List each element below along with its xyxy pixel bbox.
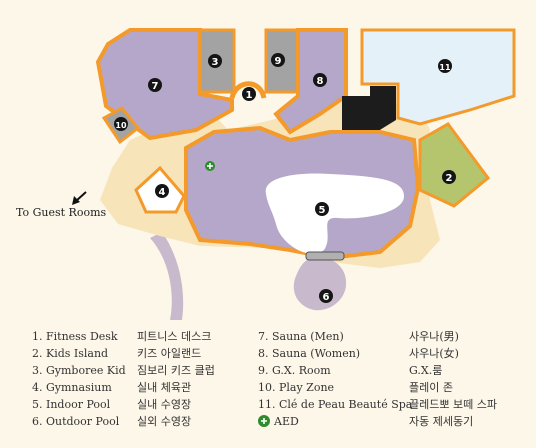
direction-label: To Guest Rooms xyxy=(16,206,107,219)
svg-text:4: 4 xyxy=(159,187,166,198)
outdoor-path xyxy=(150,232,184,320)
legend-item-en: 6. Outdoor Pool xyxy=(32,415,120,428)
legend-item-en: 4. Gymnasium xyxy=(32,381,112,394)
legend-item-en: 2. Kids Island xyxy=(32,347,109,360)
legend-item-aed: AED xyxy=(258,415,299,428)
legend-item-en: 10. Play Zone xyxy=(258,381,335,394)
stairs xyxy=(342,86,396,140)
marker-3[interactable]: 3 xyxy=(208,54,222,68)
legend-item-en: 1. Fitness Desk xyxy=(32,330,118,343)
legend-item-en: 8. Sauna (Women) xyxy=(258,347,361,360)
legend-item-ko: 실외 수영장 xyxy=(137,415,192,428)
marker-1[interactable]: 1 xyxy=(242,87,256,101)
svg-text:7: 7 xyxy=(152,81,159,92)
legend-item-ko: 자동 제세동기 xyxy=(409,415,474,428)
svg-text:1: 1 xyxy=(246,90,253,101)
marker-4[interactable]: 4 xyxy=(155,184,169,198)
legend-item-ko: 짐보리 키즈 클럽 xyxy=(137,364,215,377)
legend-item-ko: 실내 수영장 xyxy=(137,398,192,411)
legend-item-ko: 키즈 아일랜드 xyxy=(137,347,202,360)
legend-item-en: 9. G.X. Room xyxy=(258,364,331,377)
room-kids-island xyxy=(418,122,491,208)
svg-text:6: 6 xyxy=(323,292,330,303)
indoor-pool-water xyxy=(265,173,404,254)
svg-text:2: 2 xyxy=(446,173,453,184)
svg-text:9: 9 xyxy=(275,56,282,67)
marker-11[interactable]: 11 xyxy=(438,59,452,73)
legend-item-en: 5. Indoor Pool xyxy=(32,398,111,411)
outdoor-pool xyxy=(293,257,347,311)
legend-item-en: 11. Clé de Peau Beauté Spa xyxy=(258,398,413,411)
svg-text:10: 10 xyxy=(115,121,127,130)
legend-item-ko: 플레이 존 xyxy=(409,381,453,394)
fitness-desk-arc xyxy=(229,81,267,99)
marker-2[interactable]: 2 xyxy=(442,170,456,184)
bridge xyxy=(305,251,345,261)
legend: 1. Fitness Desk 피트니스 데스크 2. Kids Island … xyxy=(0,328,536,448)
marker-10[interactable]: 10 xyxy=(114,117,128,131)
legend-item-ko: 피트니스 데스크 xyxy=(137,330,212,343)
aed-icon xyxy=(258,415,270,427)
marker-5[interactable]: 5 xyxy=(315,202,329,216)
room-sauna-women xyxy=(273,28,348,135)
svg-text:5: 5 xyxy=(319,205,326,216)
floor-plan-drawing: 1 2 3 4 5 6 7 8 9 10 11 xyxy=(72,28,516,320)
legend-item-en: 3. Gymboree Kid xyxy=(32,364,126,377)
svg-text:3: 3 xyxy=(212,57,219,68)
legend-item-en: AED xyxy=(274,415,299,428)
svg-text:8: 8 xyxy=(317,76,324,87)
marker-6[interactable]: 6 xyxy=(319,289,333,303)
aed-icon xyxy=(205,161,215,171)
room-cle-de-peau-spa xyxy=(360,28,516,126)
svg-text:11: 11 xyxy=(439,63,451,72)
marker-9[interactable]: 9 xyxy=(271,53,285,67)
arrow-down-left-icon xyxy=(72,191,87,205)
marker-7[interactable]: 7 xyxy=(148,78,162,92)
legend-item-en: 7. Sauna (Men) xyxy=(258,330,344,343)
legend-item-ko: G.X.룸 xyxy=(409,364,443,377)
legend-item-ko: 실내 체육관 xyxy=(137,381,192,394)
legend-item-ko: 사우나(男) xyxy=(409,330,459,343)
legend-item-ko: 끌레드뽀 보떼 스파 xyxy=(409,398,497,411)
legend-item-ko: 사우나(女) xyxy=(409,347,459,360)
marker-8[interactable]: 8 xyxy=(313,73,327,87)
